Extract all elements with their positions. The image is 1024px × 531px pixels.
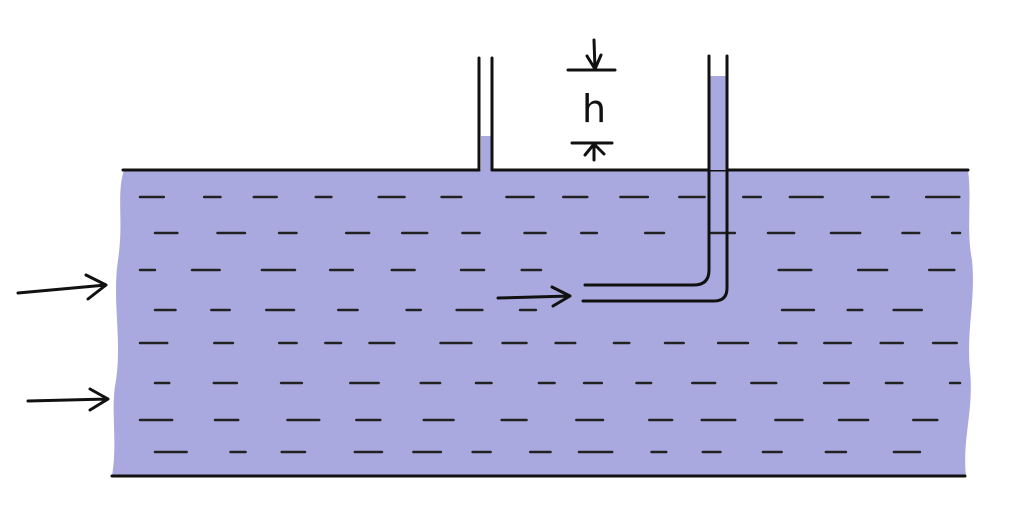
pitot-tube-outer-wall [581,54,729,303]
piezometer-water-column [481,136,491,170]
flow-arrow [16,273,108,301]
pitot-water-column [710,76,726,170]
flow-arrow [496,285,572,308]
height-difference-marker: h [566,38,617,162]
pitot-tube-inner-wall [583,54,711,287]
height-label: h [582,87,606,131]
flow-streamline-dashes [138,195,962,454]
flow-arrow [26,387,110,412]
water-body [112,170,973,476]
